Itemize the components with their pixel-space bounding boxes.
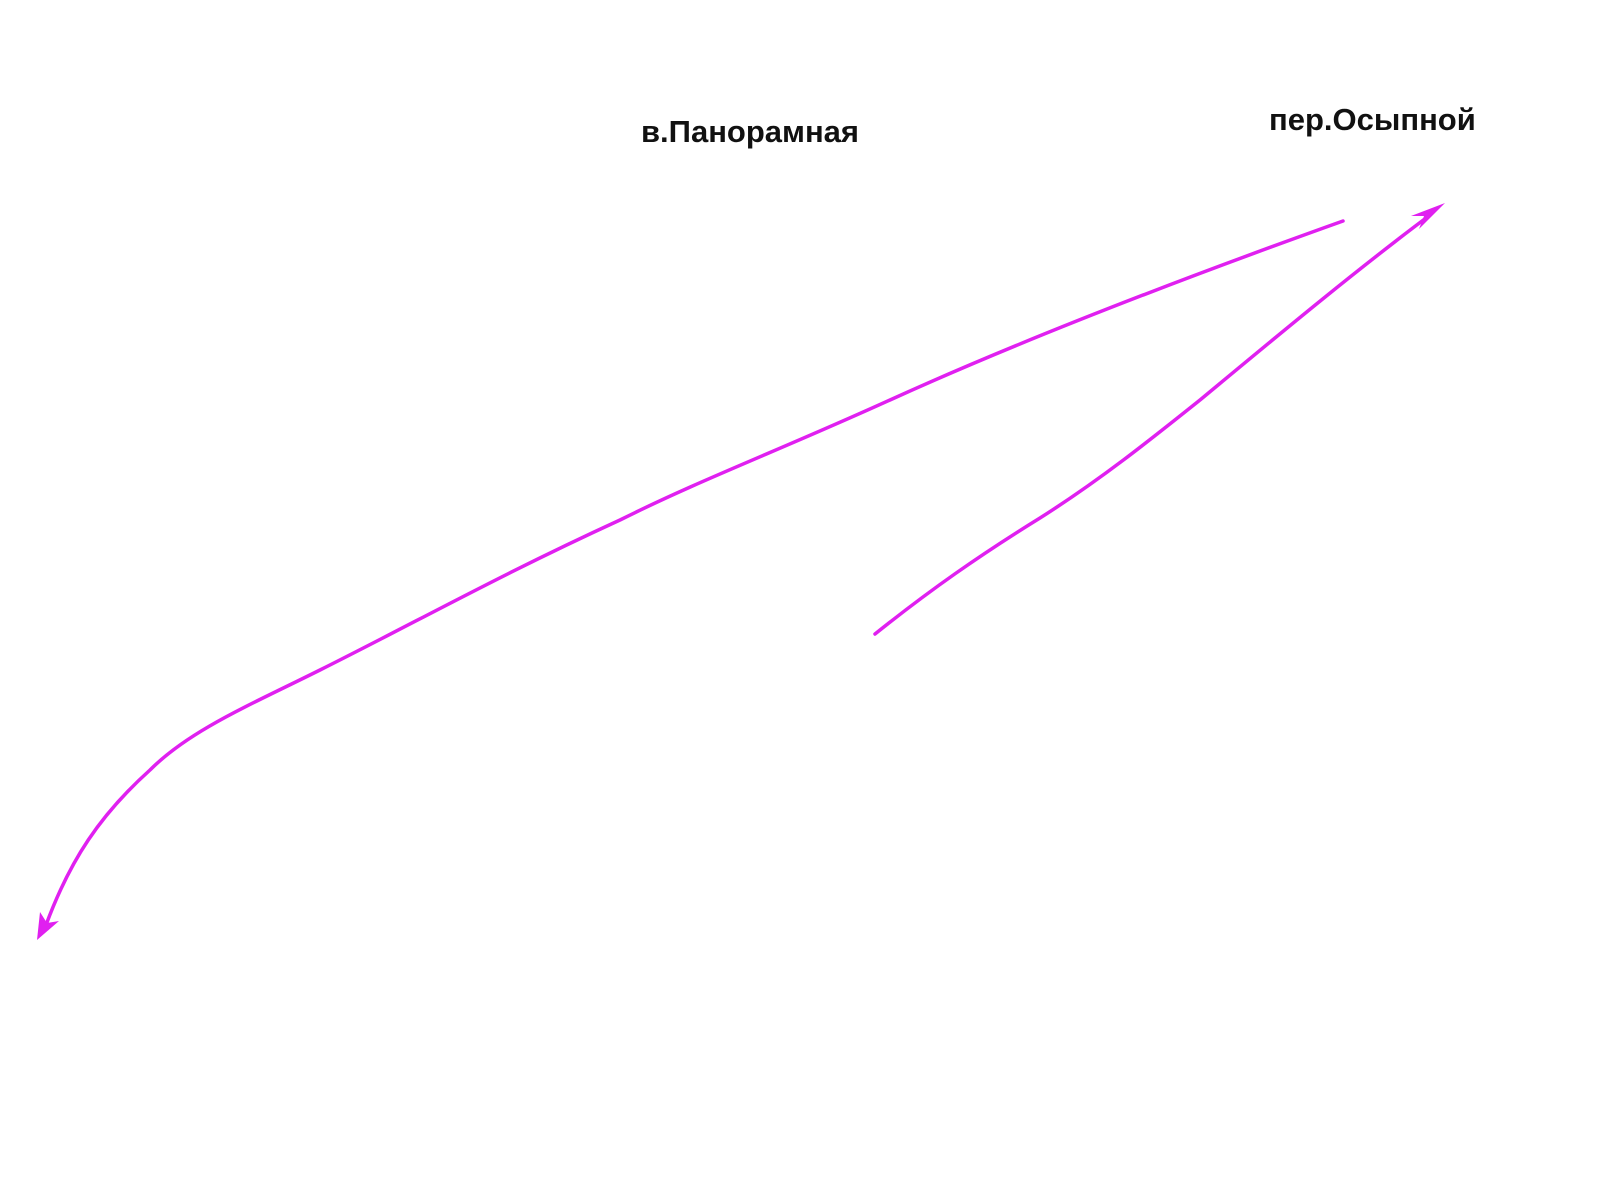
route-arrowhead-ascent xyxy=(1411,203,1445,229)
pass-label: пер.Осыпной xyxy=(1269,102,1476,137)
route-line-descent xyxy=(44,219,1345,927)
route-arrowhead-descent xyxy=(37,912,59,940)
peak-label: в.Панорамная xyxy=(641,114,860,149)
route-line-ascent xyxy=(873,213,1432,636)
